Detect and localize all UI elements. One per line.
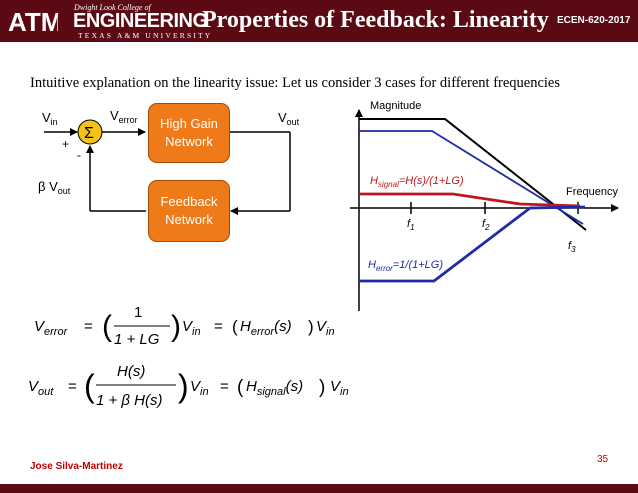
svg-text:Hsignal(s): Hsignal(s) xyxy=(246,378,303,398)
slide-title: Properties of Feedback: Linearity xyxy=(202,7,549,33)
feedback-block-diagram: Vin Σ + - Verror Vout β Vout xyxy=(38,108,300,215)
feedback-network-block: Feedback Network xyxy=(148,180,230,242)
svg-text:1 + β H(s): 1 + β H(s) xyxy=(96,392,163,409)
equation-vout: Vout = ( H(s) 1 + β H(s) ) Vin = ( Hsign… xyxy=(28,363,349,409)
high-gain-network-block: High Gain Network xyxy=(148,103,230,163)
vout-label: Vout xyxy=(278,110,300,127)
svg-text:=: = xyxy=(220,378,229,395)
beta-vout-label: β Vout xyxy=(38,179,71,196)
tamu-logo-icon: ATM xyxy=(6,3,58,39)
herror-label: Herror=1/(1+LG) xyxy=(368,259,443,273)
f3-label: f3 xyxy=(568,240,576,254)
x-axis-label: Frequency xyxy=(566,186,618,198)
f2-label: f2 xyxy=(482,218,490,232)
sum-symbol: Σ xyxy=(84,125,94,142)
minus-sign: - xyxy=(77,148,81,162)
page-number: 35 xyxy=(597,454,609,465)
svg-text:): ) xyxy=(171,310,181,343)
svg-text:=: = xyxy=(214,318,223,335)
college-line: Dwight Look College of xyxy=(74,3,151,12)
svg-text:1: 1 xyxy=(134,304,142,321)
svg-text:Vout: Vout xyxy=(28,378,54,398)
vin-label: Vin xyxy=(42,110,58,127)
high-gain-line1: High Gain xyxy=(160,116,218,131)
footer-bar xyxy=(0,484,638,493)
svg-text:Vin: Vin xyxy=(330,378,349,398)
hsignal-curve xyxy=(359,192,581,208)
svg-text:Vin: Vin xyxy=(190,378,209,398)
svg-text:): ) xyxy=(178,368,189,404)
hsignal-label: Hsignal=H(s)/(1+LG) xyxy=(370,175,464,189)
f1-label: f1 xyxy=(407,218,415,232)
svg-text:=: = xyxy=(68,378,77,395)
svg-text:=: = xyxy=(84,318,93,335)
feedback-line1: Feedback xyxy=(160,194,218,209)
university-wordmark: TEXAS A&M UNIVERSITY xyxy=(78,31,213,40)
svg-text:H(s): H(s) xyxy=(117,363,145,380)
svg-text:(: ( xyxy=(84,368,95,404)
course-code: ECEN-620-2017 xyxy=(557,15,631,26)
svg-text:Vin: Vin xyxy=(316,318,335,338)
engineering-wordmark: ENGINEERING xyxy=(73,10,208,32)
svg-text:ATM: ATM xyxy=(8,7,58,37)
svg-text:Herror(s): Herror(s) xyxy=(240,318,292,338)
herror-curve xyxy=(359,205,586,283)
y-axis-label: Magnitude xyxy=(370,100,421,112)
high-gain-line2: Network xyxy=(165,134,213,149)
svg-text:(: ( xyxy=(237,377,244,398)
verror-label: Verror xyxy=(110,108,138,125)
svg-text:Vin: Vin xyxy=(182,318,201,338)
header-banner: ATM Dwight Look College of ENGINEERING T… xyxy=(0,0,638,42)
svg-text:1 + LG: 1 + LG xyxy=(114,331,160,348)
svg-text:(: ( xyxy=(232,317,238,336)
svg-text:): ) xyxy=(308,317,314,336)
feedback-blue-curve xyxy=(359,130,584,225)
svg-text:(: ( xyxy=(102,310,112,343)
svg-text:Verror: Verror xyxy=(34,318,69,338)
plus-sign: + xyxy=(62,137,69,151)
loop-gain-curve xyxy=(359,118,587,231)
feedback-line2: Network xyxy=(165,212,213,227)
equation-verror: Verror = ( 1 1 + LG ) Vin = ( Herror(s) … xyxy=(34,304,335,348)
author-name: Jose Silva-Martinez xyxy=(30,461,123,472)
slide-subtitle: Intuitive explanation on the linearity i… xyxy=(30,75,561,91)
magnitude-frequency-plot: Magnitude Frequency f1 f2 f3 Hsignal=H(s… xyxy=(350,100,619,311)
svg-text:): ) xyxy=(319,377,325,398)
